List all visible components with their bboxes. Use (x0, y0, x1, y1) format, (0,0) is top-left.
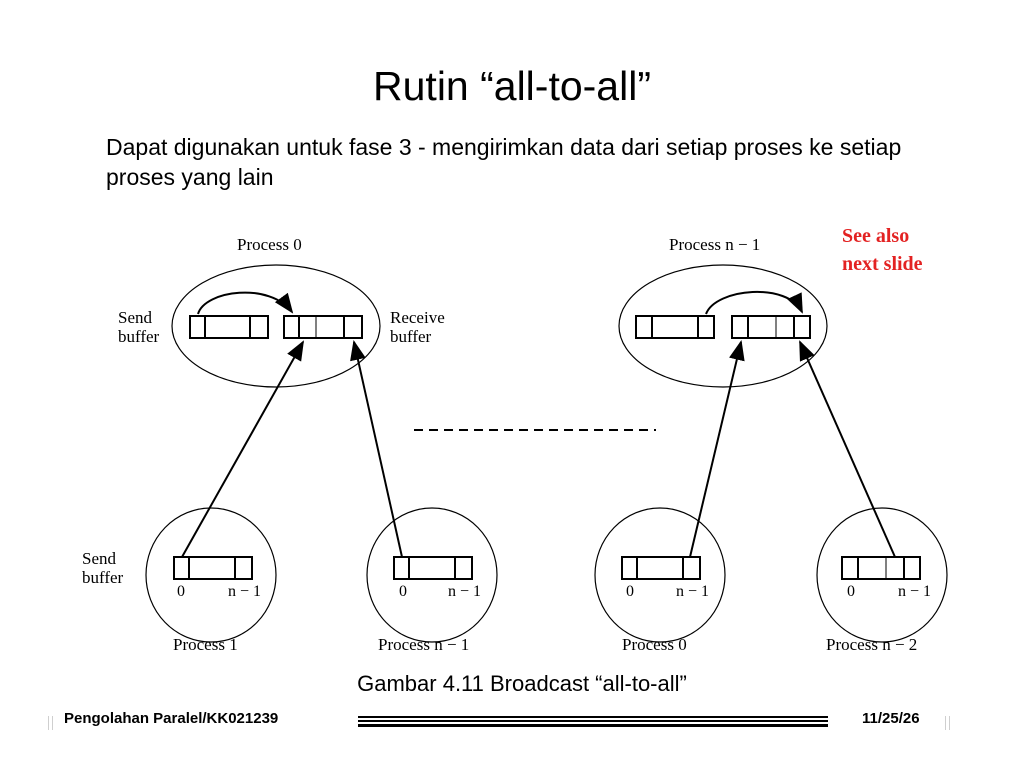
process-1-label: Process 1 (173, 635, 238, 654)
process-n-1-top-ellipse (618, 264, 828, 388)
slide-title: Rutin “all-to-all” (373, 63, 651, 109)
process-0-top-send-buffer (189, 315, 269, 339)
process-n-2-index-end: n − 1 (898, 583, 931, 600)
slide-subtitle: Dapat digunakan untuk fase 3 - mengirimk… (106, 134, 902, 190)
arrow-process-n-2-to-process-n-1 (799, 340, 896, 558)
process-0-self-arrow (197, 291, 294, 315)
process-0-index-start: 0 (626, 583, 634, 600)
see-also-line-2: next slide (842, 253, 923, 275)
top-send-label-2: buffer (118, 327, 160, 346)
arrow-process-n-1-to-process-0 (350, 340, 403, 558)
process-n-2-bottom: 0 n − 1 Process n − 2 (816, 507, 948, 654)
process-n-1-bottom: 0 n − 1 Process n − 1 (366, 507, 498, 654)
bottom-send-label-1: Send (82, 549, 117, 568)
footer-left-mark (48, 716, 53, 730)
process-n-1-index-start: 0 (399, 583, 407, 600)
process-n-1-top-receive-buffer (731, 315, 811, 339)
process-0-top-receive-buffer (283, 315, 363, 339)
top-send-label-1: Send (118, 308, 153, 327)
receive-label-2: buffer (390, 327, 432, 346)
see-also-note: See also next slide (842, 222, 923, 278)
process-n-2-bottom-label: Process n − 2 (826, 635, 917, 654)
figure-caption: Gambar 4.11 Broadcast “all-to-all” (357, 671, 687, 696)
footer-course: Pengolahan Paralel/KK021239 (64, 710, 279, 727)
process-1-index-start: 0 (177, 583, 185, 600)
process-n-1-top-send-buffer (635, 315, 715, 339)
bottom-send-label-2: buffer (82, 568, 124, 587)
process-1-bottom: 0 n − 1 Process 1 Send buffer (82, 507, 277, 654)
process-0-top-label: Process 0 (237, 235, 302, 254)
process-n-1-bottom-label: Process n − 1 (378, 635, 469, 654)
footer-rule (358, 716, 828, 728)
process-n-1-top: Process n − 1 (618, 235, 828, 388)
process-1-index-end: n − 1 (228, 583, 261, 600)
process-n-2-index-start: 0 (847, 583, 855, 600)
footer-right-mark (945, 716, 950, 730)
process-0-index-end: n − 1 (676, 583, 709, 600)
see-also-line-1: See also (842, 225, 910, 247)
process-n-1-top-label: Process n − 1 (669, 235, 760, 254)
arrow-process-0-to-process-n-1 (689, 340, 745, 558)
process-n-1-index-end: n − 1 (448, 583, 481, 600)
footer-date: 11/25/26 (862, 710, 920, 727)
receive-label-1: Receive (390, 308, 445, 327)
arrow-process-1-to-process-0 (181, 340, 304, 558)
process-0-top: Process 0 Send buffer Receive buffer (118, 235, 445, 388)
process-0-bottom: 0 n − 1 Process 0 (594, 507, 726, 654)
process-n-1-self-arrow (705, 291, 803, 315)
process-0-bottom-label: Process 0 (622, 635, 687, 654)
process-0-top-ellipse (171, 264, 381, 388)
